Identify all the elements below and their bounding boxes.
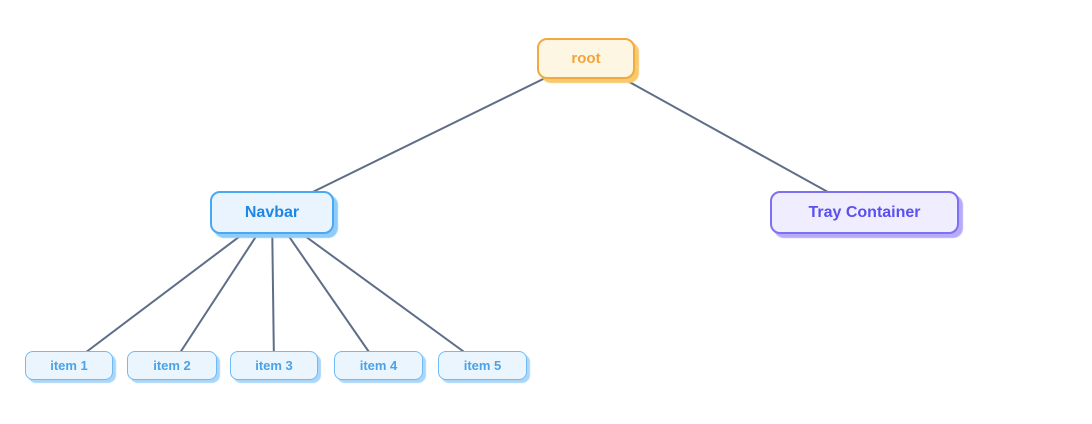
node-item-1-label: item 1 xyxy=(50,358,88,373)
edge-navbar-item1 xyxy=(68,211,273,366)
node-item-4-label: item 4 xyxy=(359,358,398,373)
node-item-2-label: item 2 xyxy=(153,358,191,373)
node-item-3[interactable]: item 3 xyxy=(230,351,318,380)
node-tray-container-label: Tray Container xyxy=(808,203,921,221)
edge-root-tray xyxy=(585,57,865,213)
edge-navbar-item5 xyxy=(271,211,483,366)
node-item-5-label: item 5 xyxy=(463,358,502,373)
node-item-4[interactable]: item 4 xyxy=(334,351,423,380)
node-navbar-label: Navbar xyxy=(244,203,300,221)
edge-root-navbar xyxy=(271,57,587,213)
node-item-3-label: item 3 xyxy=(255,358,293,373)
edge-navbar-item4 xyxy=(271,211,379,366)
node-item-2[interactable]: item 2 xyxy=(127,351,217,380)
node-root[interactable]: root xyxy=(537,38,635,79)
node-navbar[interactable]: Navbar xyxy=(210,191,334,234)
node-root-label: root xyxy=(571,50,601,67)
node-item-1[interactable]: item 1 xyxy=(25,351,113,380)
edge-navbar-item3 xyxy=(271,211,275,366)
node-item-5[interactable]: item 5 xyxy=(438,351,527,380)
edge-navbar-item2 xyxy=(171,211,273,366)
node-tray-container[interactable]: Tray Container xyxy=(770,191,959,234)
